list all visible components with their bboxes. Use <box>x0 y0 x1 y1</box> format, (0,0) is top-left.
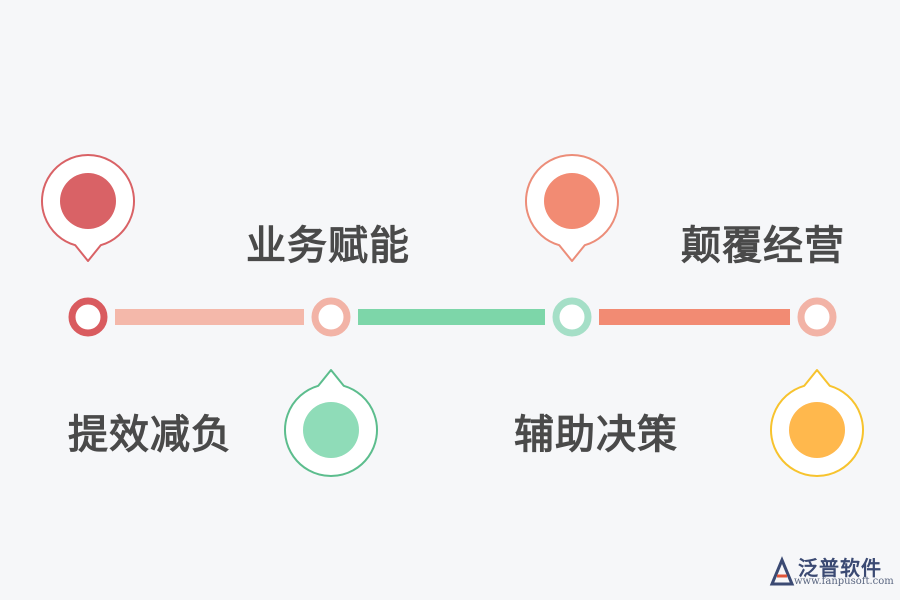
timeline-node-4 <box>797 297 837 337</box>
step-label-1: 提效减负 <box>68 412 232 458</box>
timeline-node-3 <box>552 297 592 337</box>
timeline-pins <box>41 154 864 477</box>
timeline-segments <box>115 309 790 325</box>
pin-dot-4 <box>789 402 845 458</box>
pin-dot-1 <box>60 173 116 229</box>
timeline-nodes <box>68 297 837 337</box>
timeline-segment-2 <box>358 309 545 325</box>
timeline-node-2 <box>311 297 351 337</box>
step-label-2: 业务赋能 <box>246 223 410 269</box>
pin-dot-3 <box>544 173 600 229</box>
logo-name: 泛普软件 <box>798 556 882 580</box>
logo-url: www.fanpusoft.com <box>794 576 894 587</box>
timeline-segment-1 <box>115 309 304 325</box>
timeline-segment-3 <box>599 309 790 325</box>
brand-logo: 泛普软件 www.fanpusoft.com <box>768 552 894 596</box>
step-label-3: 辅助决策 <box>514 412 678 458</box>
fanpu-logo-icon <box>769 556 795 586</box>
step-label-4: 颠覆经营 <box>681 223 845 269</box>
pin-dot-2 <box>303 402 359 458</box>
timeline-node-1 <box>68 297 108 337</box>
